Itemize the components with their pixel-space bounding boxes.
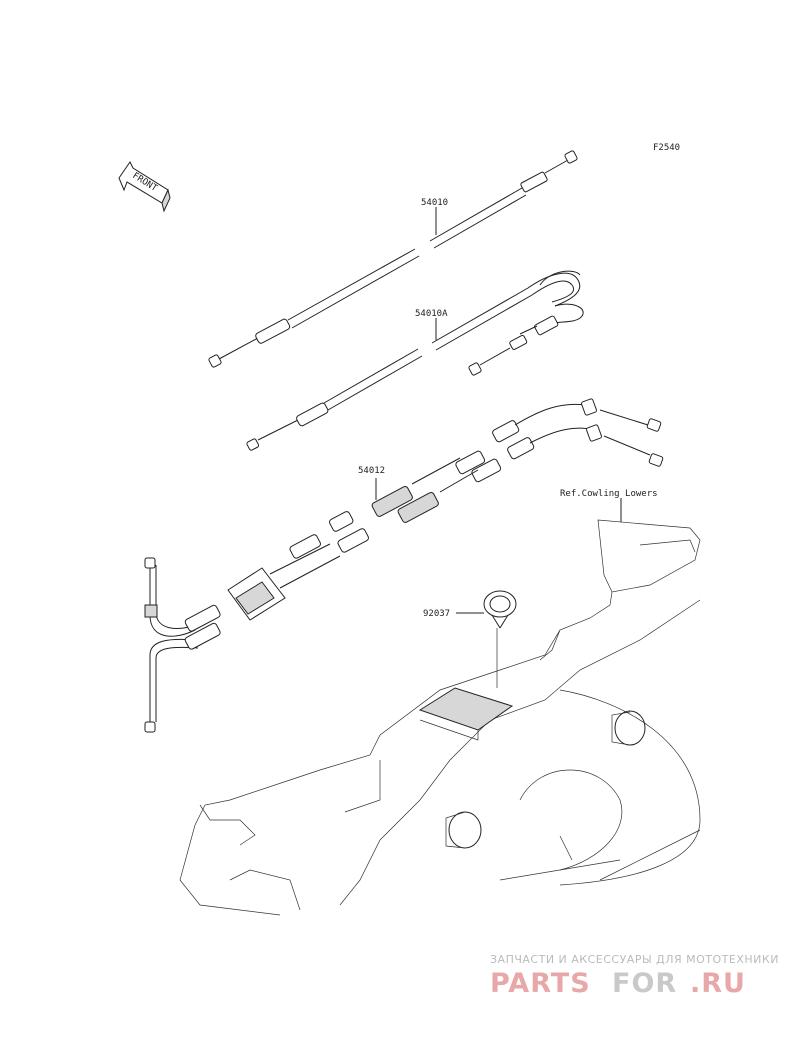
watermark-logo: PARTS FOR .RU [490,968,746,999]
front-arrow-icon: FRONT [118,161,171,213]
watermark-brand-part2: FOR [612,968,677,999]
reference-note: Ref.Cowling Lowers [560,489,658,499]
cable-54010 [208,150,578,368]
part-label-92037: 92037 [423,609,450,619]
watermark-tagline: ЗАПЧАСТИ И АКСЕССУАРЫ ДЛЯ МОТОТЕХНИКИ [490,953,779,966]
watermark-brand-part1: PARTS [490,968,591,999]
frame-structure [179,519,701,916]
part-label-54012: 54012 [358,466,385,476]
cable-54012 [144,398,664,733]
part-label-54010a: 54010A [415,309,448,319]
figure-code: F2540 [653,143,680,153]
cable-54010a [246,270,584,451]
grommet-92037 [483,590,517,688]
watermark-brand-part3: .RU [690,968,746,999]
part-label-54010: 54010 [421,198,448,208]
